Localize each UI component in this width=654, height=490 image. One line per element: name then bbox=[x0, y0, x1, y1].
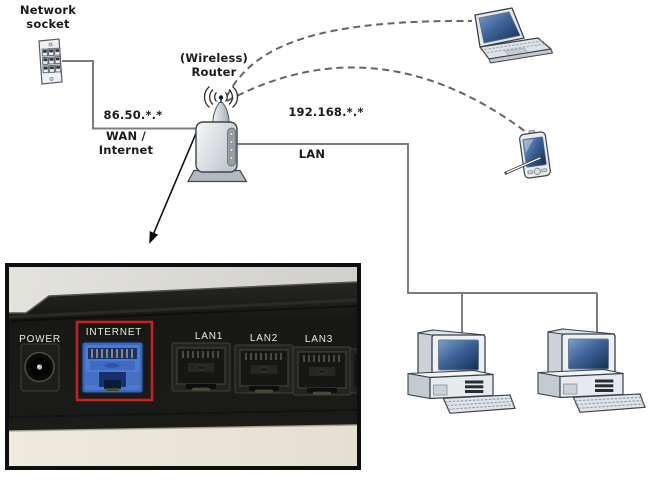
wan-name-label: WAN / Internet bbox=[98, 129, 154, 157]
wan-ip-label: 86.50.*.* bbox=[103, 108, 163, 122]
lan-port-2 bbox=[234, 344, 294, 394]
desktop-computer-icon-2 bbox=[537, 328, 646, 413]
wireless-link-laptop bbox=[226, 19, 473, 97]
lan-name-label: LAN bbox=[298, 147, 326, 161]
lan1-label: LAN1 bbox=[195, 331, 223, 342]
lan-port-3 bbox=[292, 346, 352, 396]
laptop-icon bbox=[474, 7, 554, 64]
router-label: (Wireless) Router bbox=[179, 51, 249, 79]
wireless-link-pda bbox=[226, 66, 527, 133]
internet-label: INTERNET bbox=[86, 327, 142, 338]
wireless-router-icon bbox=[186, 85, 248, 183]
internet-port-highlight bbox=[75, 320, 154, 402]
wan-wire bbox=[62, 60, 196, 130]
photo-pointer-arrow bbox=[149, 130, 198, 244]
pda-icon bbox=[504, 130, 551, 179]
power-jack bbox=[20, 343, 60, 392]
lan3-label: LAN3 bbox=[305, 334, 333, 345]
power-label: POWER bbox=[19, 334, 61, 345]
lan2-label: LAN2 bbox=[250, 333, 278, 344]
lan-port-partial bbox=[349, 348, 357, 394]
lan-ip-label: 192.168.*.* bbox=[288, 105, 364, 119]
internet-port bbox=[81, 341, 144, 394]
lan-wire bbox=[237, 143, 597, 294]
desktop-computer-icon-1 bbox=[407, 329, 516, 414]
network-socket-icon bbox=[38, 38, 63, 85]
router-rear-photo: POWER INTERNET bbox=[5, 263, 361, 470]
lan-port-1 bbox=[171, 342, 231, 392]
wifi-waves-icon bbox=[203, 85, 239, 109]
network-socket-label: Network socket bbox=[19, 3, 77, 31]
stylus-icon bbox=[504, 156, 543, 175]
